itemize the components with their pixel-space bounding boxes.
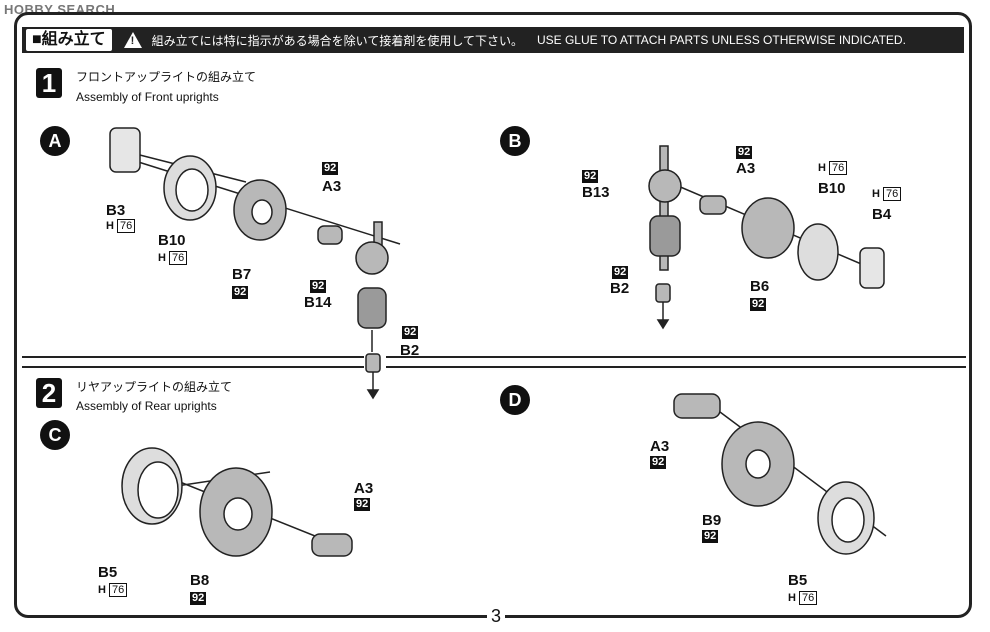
step-divider (22, 356, 364, 358)
step-title-jp: リヤアップライトの組み立て (76, 380, 233, 394)
upright-post (659, 145, 669, 271)
paint-ref-h76: H 76 (98, 583, 128, 597)
part-label-b5: B5 (788, 572, 808, 589)
paint-code-92: 92 (190, 592, 207, 605)
step-number: 1 (36, 68, 62, 98)
step-title-en: Assembly of Rear uprights (76, 399, 217, 413)
part-b2-shape (365, 353, 381, 373)
paint-code-92: 92 (612, 266, 629, 279)
paint-code-92: 92 (750, 298, 767, 311)
part-label-b4: B4 (872, 206, 892, 223)
paint-ref-h76: H 76 (158, 251, 188, 265)
part-label-b8: B8 (190, 572, 210, 589)
part-label-b6: B6 (750, 278, 770, 295)
part-label-a3: A3 (736, 160, 756, 177)
part-label-b14: B14 (304, 294, 332, 311)
part-label-b10: B10 (158, 232, 186, 249)
step-title-jp: フロントアップライトの組み立て (76, 70, 257, 84)
part-b10-shape (797, 223, 839, 281)
step-divider (22, 366, 364, 368)
part-label-b3: B3 (106, 202, 126, 219)
paint-code-92: 92 (232, 286, 249, 299)
part-b14-shape (357, 287, 387, 329)
paint-code-92: 92 (582, 170, 599, 183)
part-label-b10: B10 (818, 180, 846, 197)
instruction-header: ■組み立て ! 組み立てには特に指示がある場合を除いて接着剤を使用して下さい。 … (22, 27, 964, 53)
part-a3-shape (317, 225, 343, 245)
part-label-b13: B13 (582, 184, 610, 201)
paint-ref-h76: H 76 (788, 591, 818, 605)
part-b13-shape (649, 215, 681, 257)
step-divider (386, 366, 966, 368)
part-b4-shape (859, 247, 885, 289)
section-label: ■組み立て (26, 29, 112, 51)
part-label-a3: A3 (650, 438, 670, 455)
upright-knuckle (648, 169, 682, 203)
substep-b-marker: B (500, 126, 530, 156)
part-label-b2: B2 (610, 280, 630, 297)
paint-code-92: 92 (322, 162, 339, 175)
part-label-b7: B7 (232, 266, 252, 283)
paint-code-92: 92 (310, 280, 327, 293)
paint-code-92: 92 (354, 498, 371, 511)
part-a3-shape (673, 393, 721, 419)
part-b3-shape (109, 127, 141, 173)
paint-code-92: 92 (702, 530, 719, 543)
substep-a-marker: A (40, 126, 70, 156)
paint-code-92: 92 (402, 326, 419, 339)
paint-ref-h76: H 76 (818, 161, 848, 175)
step-title-en: Assembly of Front uprights (76, 90, 219, 104)
paint-ref-h76: H 76 (872, 187, 902, 201)
warning-en: USE GLUE TO ATTACH PARTS UNLESS OTHERWIS… (536, 33, 906, 47)
paint-code-92: 92 (650, 456, 667, 469)
substep-c-marker: C (40, 420, 70, 450)
part-b6-shape (741, 197, 795, 259)
part-b2-shape (655, 283, 671, 303)
part-label-b5: B5 (98, 564, 118, 581)
step-number: 2 (36, 378, 62, 408)
part-label-a3: A3 (322, 178, 342, 195)
step-divider (386, 356, 966, 358)
warning-icon: ! (123, 32, 142, 48)
paint-code-92: 92 (736, 146, 753, 159)
upright-knuckle (355, 241, 389, 275)
part-label-b9: B9 (702, 512, 722, 529)
page-number: 3 (487, 606, 506, 627)
part-label-a3: A3 (354, 480, 374, 497)
part-a3-shape (311, 533, 353, 557)
part-label-b2: B2 (400, 342, 420, 359)
warning-jp: 組み立てには特に指示がある場合を除いて接着剤を使用して下さい。 (151, 33, 523, 48)
substep-d-marker: D (500, 385, 530, 415)
part-a3-shape (699, 195, 727, 215)
paint-ref-h76: H 76 (106, 219, 136, 233)
